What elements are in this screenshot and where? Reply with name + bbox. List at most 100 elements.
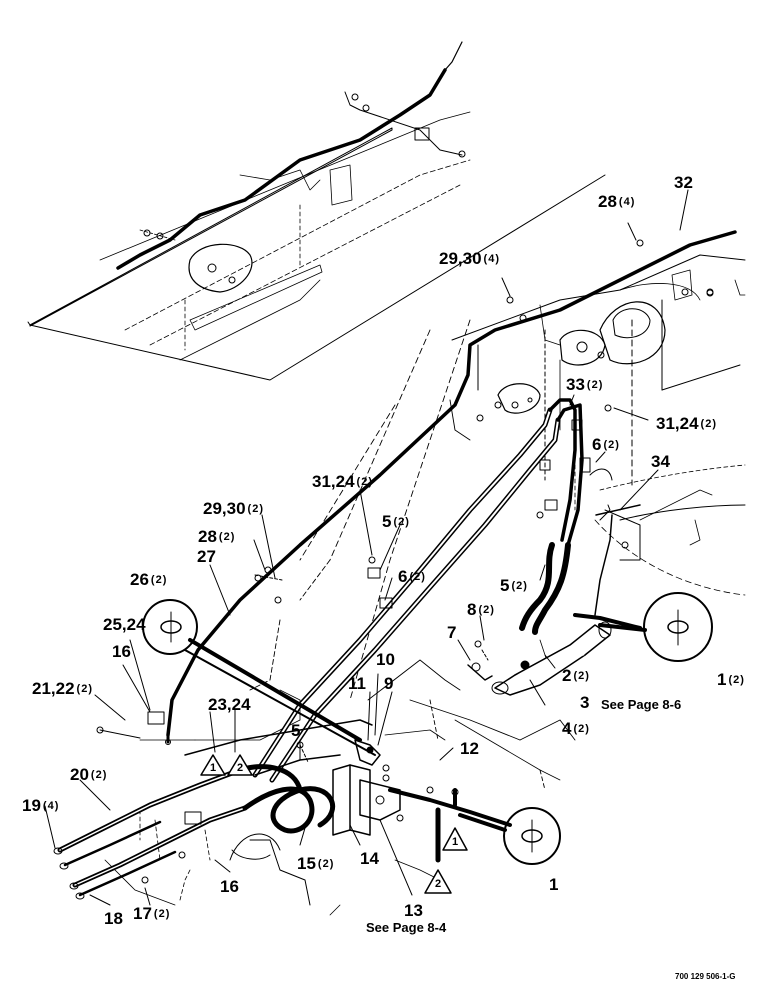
callout-6-upper: 6(2): [592, 436, 620, 454]
callout-12: 12: [460, 740, 481, 758]
callout-qty: (2): [153, 908, 171, 920]
callout-11: 11: [348, 675, 368, 693]
callout-29-30-top: 29,30(4): [439, 250, 500, 268]
callout-qty: (2): [218, 531, 236, 543]
main-frame: [451, 254, 746, 596]
callout-number: 3: [580, 693, 590, 712]
callout-qty: (2): [90, 769, 108, 781]
callout-qty: (2): [356, 476, 373, 488]
callout-number: 26: [130, 570, 149, 589]
callout-number: 28: [598, 192, 617, 211]
callout-number: 6: [592, 435, 602, 454]
clamps: [53, 239, 714, 900]
triangle-label-1: 1: [452, 836, 459, 848]
callout-bands: [184, 623, 647, 832]
callout-9: 9: [384, 675, 395, 693]
callout-qty: (2): [603, 439, 620, 451]
callout-8: 8(2): [467, 601, 495, 619]
callout-number: 21,22: [32, 679, 75, 698]
callout-qty: (2): [247, 503, 264, 515]
callout-number: 14: [360, 849, 379, 868]
callout-number: 13: [404, 901, 423, 920]
callout-14: 14: [360, 850, 381, 868]
callout-1-lower: 1: [549, 876, 560, 894]
callout-number: 23,24: [208, 695, 251, 714]
callout-qty: (4): [618, 196, 636, 208]
callout-qty: (4): [483, 253, 500, 265]
callout-20: 20(2): [70, 766, 107, 784]
boom-structure: [104, 319, 576, 916]
callout-34: 34: [651, 453, 672, 471]
callout-number: 5: [291, 721, 301, 740]
see-page-8-6-note: See Page 8-6: [601, 697, 682, 712]
callout-number: 29,30: [439, 249, 482, 268]
callout-number: 16: [112, 642, 131, 661]
callout-qty: (2): [317, 858, 335, 870]
callout-qty: (2): [150, 574, 168, 586]
callout-number: 25,24: [103, 615, 146, 634]
callout-qty: (2): [409, 571, 426, 583]
callout-number: 17: [133, 904, 152, 923]
callout-16-upper: 16: [112, 643, 133, 661]
callout-3: 3: [580, 694, 591, 712]
callout-qty: (2): [573, 670, 590, 682]
callout-1-right: 1(2): [717, 671, 745, 689]
callout-6-lower: 6(2): [398, 568, 426, 586]
see-page-8-4-note: See Page 8-4: [366, 920, 447, 935]
callout-7: 7: [447, 624, 458, 642]
callout-qty: (2): [573, 723, 590, 735]
callout-5-lower: 5: [291, 722, 302, 740]
callout-16-lower: 16: [220, 878, 241, 896]
callout-33: 33(2): [566, 376, 603, 394]
triangle-label-1: 1: [210, 762, 217, 774]
callout-18: 18: [104, 910, 125, 928]
callout-number: 18: [104, 909, 123, 928]
callout-29-30-left: 29,30(2): [203, 500, 264, 518]
callout-number: 32: [674, 173, 693, 192]
triangle-label-2: 2: [435, 878, 442, 890]
callout-15: 15(2): [297, 855, 334, 873]
callout-number: 12: [460, 739, 479, 758]
callout-qty: (2): [586, 379, 604, 391]
callout-number: 9: [384, 674, 394, 693]
leader-lines: [44, 189, 689, 906]
callout-qty: (4): [42, 800, 60, 812]
callout-25-24: 25,24: [103, 616, 148, 634]
callout-32: 32: [674, 174, 695, 192]
callout-13: 13: [404, 902, 425, 920]
callout-number: 19: [22, 796, 41, 815]
callout-number: 11: [348, 674, 366, 693]
callout-number: 33: [566, 375, 585, 394]
callout-number: 31,24: [656, 414, 699, 433]
callout-number: 29,30: [203, 499, 246, 518]
callout-number: 1: [549, 875, 559, 894]
hoses: [57, 230, 737, 897]
triangles: [200, 754, 468, 894]
callout-28-left: 28(2): [198, 528, 235, 546]
drawing-number: 700 129 506-1-G: [675, 972, 736, 981]
callout-number: 28: [198, 527, 217, 546]
callout-5-upper: 5(2): [382, 513, 410, 531]
callout-19: 19(4): [22, 797, 59, 815]
callout-number: 2: [562, 666, 572, 685]
callout-number: 15: [297, 854, 316, 873]
callout-23-24: 23,24: [208, 696, 253, 714]
callout-31-24-right: 31,24(2): [656, 415, 717, 433]
callout-number: 7: [447, 623, 457, 642]
callout-4: 4(2): [562, 720, 590, 738]
callout-number: 8: [467, 600, 477, 619]
callout-31-24-mid: 31,24(2): [312, 473, 373, 491]
callout-27: 27: [197, 548, 218, 566]
callout-qty: (2): [478, 604, 495, 616]
callout-26: 26(2): [130, 571, 167, 589]
callout-number: 34: [651, 452, 670, 471]
callout-number: 20: [70, 765, 89, 784]
callout-number: 10: [376, 650, 395, 669]
callout-number: 16: [220, 877, 239, 896]
callout-21-22: 21,22(2): [32, 680, 93, 698]
callout-28-top: 28(4): [598, 193, 635, 211]
callout-qty: (2): [700, 418, 717, 430]
callout-number: 4: [562, 719, 572, 738]
